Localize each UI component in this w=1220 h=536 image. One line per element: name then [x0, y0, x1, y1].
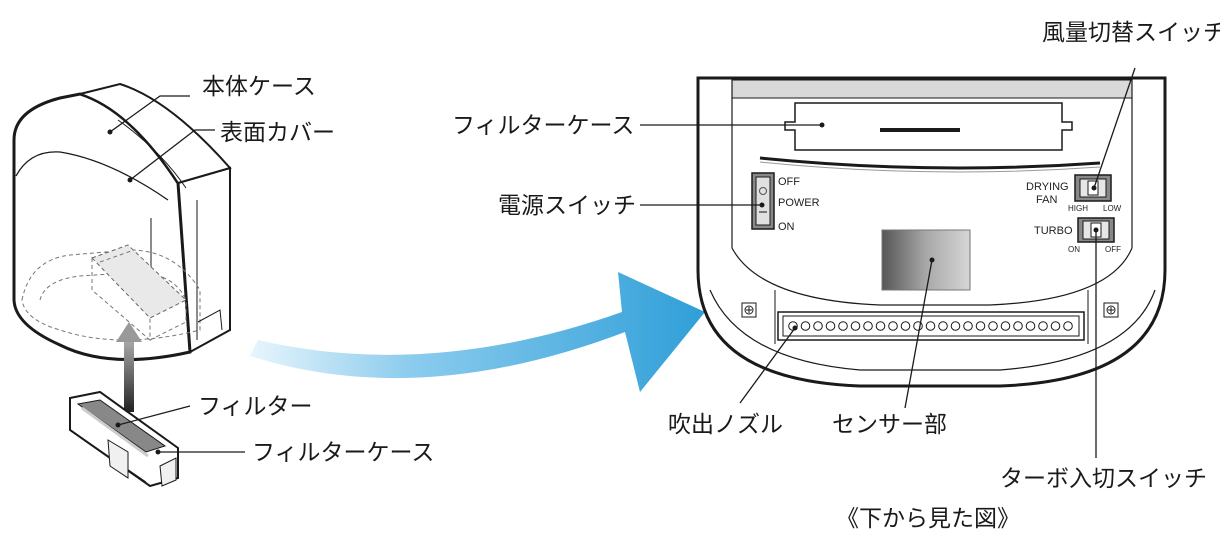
fan-high-text: HIGH: [1068, 204, 1088, 213]
turbo-off-text: OFF: [1105, 245, 1121, 254]
view-from-below-arrow: [250, 272, 705, 392]
label-power-switch: 電源スイッチ: [498, 193, 636, 219]
nozzle-hole: [888, 321, 898, 331]
fan-drying-text: DRYING: [1026, 181, 1069, 193]
nozzle-hole: [1000, 321, 1011, 331]
nozzle-hole: [1038, 321, 1048, 331]
power-on-text: ON: [778, 221, 795, 233]
label-fan-switch: 風量切替スイッチ: [1042, 20, 1220, 46]
turbo-label-text: TURBO: [1034, 225, 1073, 237]
power-label-text: POWER: [778, 197, 820, 209]
label-filter: フィルター: [198, 394, 313, 420]
nozzle-hole: [975, 321, 986, 331]
insert-up-arrow: [116, 322, 142, 412]
nozzle-hole: [813, 321, 823, 331]
label-surface-cover: 表面カバー: [220, 120, 335, 146]
nozzle-hole: [900, 321, 911, 331]
loose-filter-case: [69, 390, 179, 488]
nozzle-hole: [838, 321, 848, 331]
nozzle-hole: [938, 321, 948, 331]
label-filter-case-left: フィルターケース: [252, 440, 434, 466]
nozzle-bar: [774, 290, 1089, 344]
bottom-view-illustration: OFF POWER ON DRYING FAN HIGH LOW TURBO O…: [696, 76, 1167, 388]
nozzle-hole: [1050, 321, 1061, 331]
nozzle-hole: [850, 321, 861, 331]
label-body-case: 本体ケース: [202, 74, 316, 100]
nozzle-hole: [1025, 321, 1036, 331]
nozzle-hole: [875, 321, 886, 331]
nozzle-hole: [800, 321, 811, 331]
fan-low-text: LOW: [1103, 204, 1122, 213]
power-off-text: OFF: [778, 176, 800, 188]
label-filter-case-right: フィルターケース: [452, 113, 634, 139]
turbo-on-text: ON: [1068, 245, 1080, 254]
nozzle-hole: [950, 321, 961, 331]
nozzle-hole: [988, 321, 998, 331]
screw-right: [1103, 302, 1119, 318]
nozzle-hole: [1063, 321, 1073, 331]
nozzle-hole: [925, 321, 936, 331]
sensor-window: [881, 229, 971, 291]
screw-left: [741, 302, 757, 318]
dryer-unit-illustration: [12, 82, 232, 362]
nozzle-hole: [825, 321, 836, 331]
label-sensor: センサー部: [832, 412, 947, 438]
nozzle-hole: [863, 321, 873, 331]
fan-fan-text: FAN: [1036, 194, 1057, 206]
nozzle-hole: [963, 321, 973, 331]
filter-slot-dashed: [91, 244, 187, 342]
label-turbo-switch: ターボ入切スイッチ: [1000, 466, 1207, 492]
power-switch: [751, 172, 775, 230]
nozzle-hole: [1013, 321, 1023, 331]
label-caption: 《下から見た図》: [836, 506, 1020, 532]
label-nozzle: 吹出ノズル: [668, 412, 783, 438]
